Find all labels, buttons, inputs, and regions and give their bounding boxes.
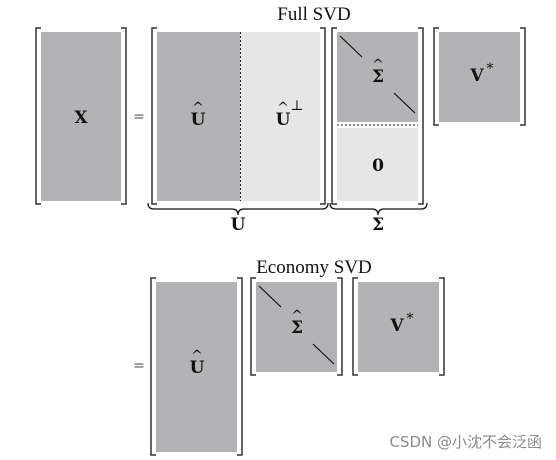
v-star-superscript: * <box>487 61 494 77</box>
u-matrix: ^ U ^ U ⊥ <box>151 27 326 205</box>
u-hat-perp-caret: ^ <box>277 100 289 116</box>
economy-u-hat-label: U <box>190 358 205 378</box>
economy-equals-sign: = <box>133 358 145 374</box>
economy-v-star-matrix: V * <box>352 277 445 376</box>
v-star-matrix: V * <box>433 27 526 126</box>
economy-sigma-diagonal-upper <box>258 285 282 308</box>
economy-sigma-diagonal-lower <box>312 343 335 365</box>
full-svd-title: Full SVD <box>277 4 350 25</box>
u-hat-caret: ^ <box>192 100 204 116</box>
sigma-matrix: ^ Σ 0 <box>331 27 424 205</box>
economy-svd-title: Economy SVD <box>256 257 372 278</box>
u-hat-perp-label: U <box>276 110 291 130</box>
sigma-hat-label: Σ <box>372 67 384 87</box>
u-brace-label: U <box>231 215 246 235</box>
economy-v-star-label: V <box>389 316 404 336</box>
economy-sigma-hat-caret: ^ <box>291 308 303 324</box>
watermark: CSDN @小沈不会泛函 <box>389 433 542 451</box>
sigma-diagonal-upper <box>339 35 363 58</box>
economy-sigma-hat-matrix: ^ Σ <box>250 277 343 376</box>
economy-u-hat-caret: ^ <box>191 348 203 364</box>
full-equals-sign: = <box>133 109 145 125</box>
sigma-hat-caret: ^ <box>372 57 384 73</box>
v-star-label: V <box>469 66 484 86</box>
economy-u-hat-matrix: ^ U <box>150 277 243 456</box>
sigma-underbrace: Σ <box>329 202 428 235</box>
economy-v-star-superscript: * <box>407 311 414 327</box>
sigma-diagonal-lower <box>393 92 416 114</box>
sigma-brace-label: Σ <box>372 215 384 235</box>
economy-sigma-hat-label: Σ <box>291 318 303 338</box>
x-matrix: X <box>35 27 127 205</box>
zero-label: 0 <box>372 156 384 176</box>
x-label: X <box>74 108 88 128</box>
perp-symbol: ⊥ <box>290 98 303 114</box>
u-underbrace: U <box>147 202 329 235</box>
u-hat-label: U <box>191 110 206 130</box>
